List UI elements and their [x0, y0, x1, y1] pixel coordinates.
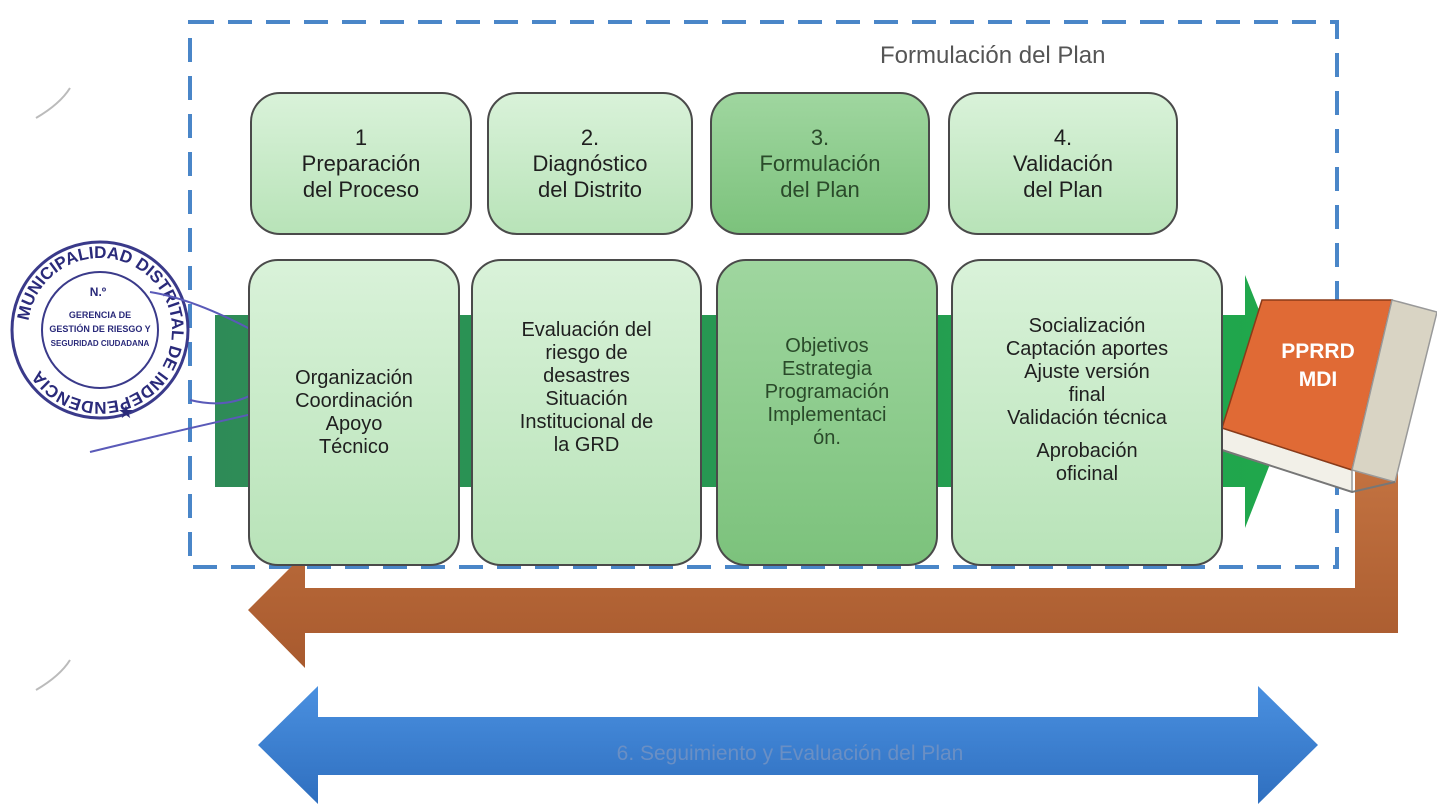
book-title-line2: MDI [1299, 368, 1338, 391]
municipal-seal: MUNICIPALIDAD DISTRITAL DE INDEPENDENCIA… [10, 240, 301, 453]
book-title-line1: PPRRD [1281, 340, 1355, 363]
detail-line: Organización [295, 366, 413, 389]
step-box-1: 1 Preparación del Proceso [250, 92, 472, 235]
binder-hole-mark [35, 659, 71, 691]
step-title-line: Validación [1013, 150, 1113, 176]
step-box-3: 3. Formulación del Plan [710, 92, 930, 235]
detail-line: final [1068, 383, 1106, 406]
detail-line: Socialización [1028, 314, 1146, 337]
seal-inner-line3: SEGURIDAD CIUDADANA [51, 339, 150, 348]
detail-line: la GRD [553, 433, 620, 456]
detail-line: Apoyo [325, 412, 383, 435]
step-title-line: del Proceso [302, 176, 420, 202]
detail-box-4: Socialización Captación aportes Ajuste v… [951, 259, 1223, 566]
detail-line: Evaluación del [521, 318, 652, 341]
step-box-4: 4. Validación del Plan [948, 92, 1178, 235]
detail-line: Estrategia [781, 358, 873, 380]
detail-line: Validación técnica [1007, 406, 1167, 429]
step-number: 3. [810, 124, 830, 150]
feedback-arrow [248, 420, 1398, 668]
seal-inner-line2: GESTIÓN DE RIESGO Y [49, 323, 150, 334]
seal-inner-line1: GERENCIA DE [69, 310, 131, 320]
detail-line: oficinal [1055, 462, 1119, 485]
step-number: 1 [354, 124, 368, 150]
detail-line: Técnico [318, 435, 389, 458]
step-number: 4. [1053, 124, 1073, 150]
monitoring-label: 6. Seguimiento y Evaluación del Plan [617, 742, 964, 765]
seal-mark: N.º [90, 285, 107, 299]
detail-line: Coordinación [295, 389, 413, 412]
detail-line: Institucional de [519, 410, 654, 433]
detail-box-1: Organización Coordinación Apoyo Técnico [248, 259, 460, 566]
detail-line: Situación [545, 387, 628, 410]
step-title-line: del Distrito [538, 176, 642, 202]
detail-line: Implementaci [767, 404, 887, 426]
step-title-line: Preparación [301, 150, 421, 176]
binder-hole-mark [35, 87, 71, 119]
step-title-line: del Plan [780, 176, 860, 202]
step-title-line: Diagnóstico [532, 150, 648, 176]
step-box-2: 2. Diagnóstico del Distrito [487, 92, 693, 235]
detail-line: Programación [764, 381, 890, 403]
detail-line: Objetivos [785, 335, 869, 357]
step-number: 2. [580, 124, 600, 150]
detail-box-3: Objetivos Estrategia Programación Implem… [716, 259, 938, 566]
detail-line: Captación aportes [1005, 337, 1169, 360]
detail-box-2: Evaluación del riesgo de desastres Situa… [471, 259, 702, 566]
detail-line: Ajuste versión [1024, 360, 1150, 383]
detail-line: ón. [813, 427, 841, 449]
monitoring-double-arrow [258, 686, 1318, 804]
frame-title: Formulación del Plan [880, 42, 1106, 69]
seal-star-icon: ★ [118, 402, 134, 422]
detail-line: Aprobación [1036, 439, 1138, 462]
formulation-frame [188, 20, 1339, 569]
plan-book-icon: PPRRD MDI [1221, 299, 1437, 494]
step-title-line: Formulación [759, 150, 881, 176]
detail-line: desastres [543, 364, 630, 387]
detail-line: riesgo de [545, 341, 628, 364]
step-title-line: del Plan [1023, 176, 1103, 202]
